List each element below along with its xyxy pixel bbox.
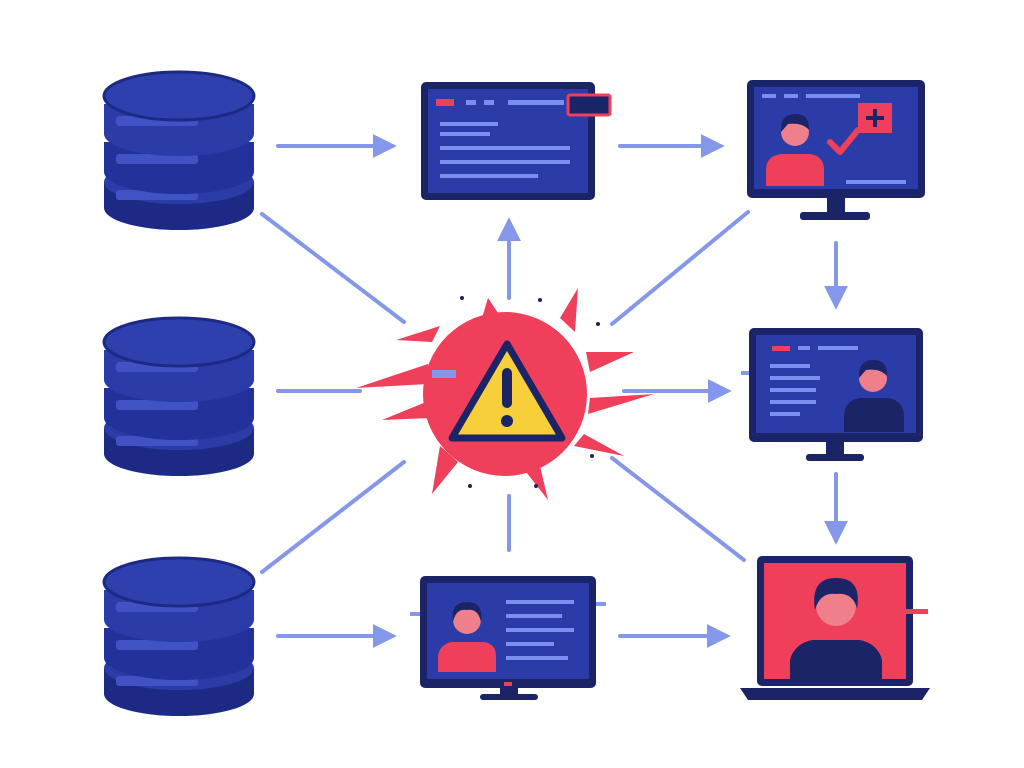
profile-lines <box>506 600 574 660</box>
database-bottom <box>102 556 256 718</box>
user-avatar-top-right <box>766 114 824 186</box>
user-avatar-middle-right <box>844 360 904 432</box>
screen-top-right <box>747 80 925 220</box>
document-lines <box>440 122 570 178</box>
splatter-dots <box>460 296 600 488</box>
screen-middle-right <box>741 328 923 461</box>
list-lines <box>770 364 820 416</box>
warning-icon <box>448 340 566 442</box>
line-laptop-to-hub <box>610 456 746 562</box>
line-db-bottom-to-hub <box>260 460 406 574</box>
connectors <box>260 134 848 648</box>
screen-bottom-right <box>740 556 930 700</box>
screen-top-middle <box>421 82 612 200</box>
warning-hub <box>356 288 654 500</box>
database-middle <box>102 316 256 478</box>
screen-bottom-middle <box>410 576 606 700</box>
line-db-top-to-hub <box>260 212 406 324</box>
line-monitor-top-to-hub <box>610 210 750 326</box>
check-icon <box>827 127 861 155</box>
database-top <box>102 70 256 232</box>
user-avatar-laptop <box>790 578 882 679</box>
user-avatar-bottom-middle <box>438 602 496 672</box>
